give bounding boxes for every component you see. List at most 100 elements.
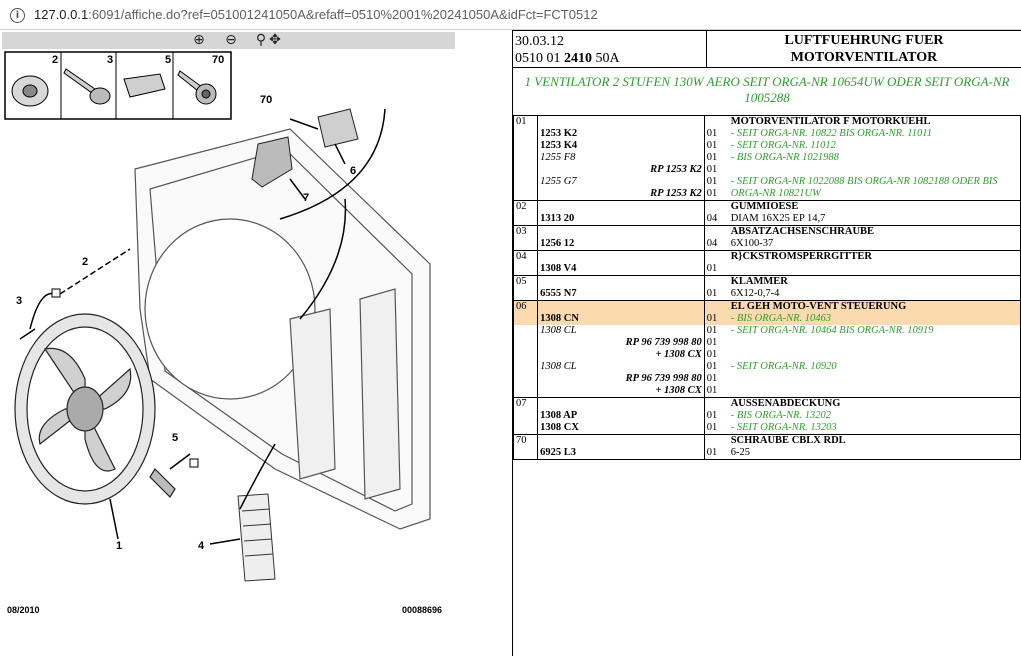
header-date: 30.03.12 <box>515 34 564 49</box>
row-number <box>512 325 539 337</box>
code-pre: 0510 01 <box>515 51 564 66</box>
row-description <box>728 164 1021 176</box>
row-reference: 1313 20 <box>537 213 705 226</box>
info-icon[interactable]: i <box>10 8 25 23</box>
row-description: - SEIT ORGA-NR. 10464 BIS ORGA-NR. 10919 <box>728 325 1021 337</box>
row-description <box>728 385 1021 398</box>
row-reference <box>537 300 705 313</box>
row-description <box>728 337 1021 349</box>
row-reference <box>537 200 705 213</box>
callout-2: 2 <box>82 256 88 268</box>
row-number <box>512 263 539 276</box>
url-text[interactable]: 127.0.0.1:6091/affiche.do?ref=0510012410… <box>34 7 598 22</box>
row-number <box>512 349 539 361</box>
callout-5: 5 <box>172 432 178 444</box>
exploded-parts-diagram: 2 3 5 70 <box>4 51 442 615</box>
row-number <box>512 213 539 226</box>
callout-4: 4 <box>198 540 205 552</box>
title-line-1: LUFTFUEHRUNG FUER <box>784 33 944 48</box>
row-reference <box>537 434 705 447</box>
magnifier-icon[interactable]: ⚲ <box>255 32 267 48</box>
row-quantity: 01 <box>704 313 729 325</box>
row-quantity <box>704 200 729 213</box>
row-number <box>512 238 539 251</box>
row-description: SCHRAUBE CBLX RDL <box>728 434 1021 447</box>
row-quantity <box>704 115 729 128</box>
url-host: 127.0.0.1 <box>34 7 89 22</box>
row-description: GUMMIOESE <box>728 200 1021 213</box>
row-number <box>512 373 539 385</box>
fan-motor-assembly <box>14 313 176 505</box>
row-description: ORGA-NR 10821UW <box>728 188 1021 201</box>
inset-label-2: 2 <box>52 54 58 66</box>
row-number: 03 <box>512 225 539 238</box>
row-reference: 6555 N7 <box>537 288 705 301</box>
row-number <box>512 337 539 349</box>
row-quantity: 01 <box>706 361 718 372</box>
header-separator <box>706 31 707 68</box>
row-quantity <box>704 300 729 313</box>
address-bar[interactable]: i 127.0.0.1:6091/affiche.do?ref=05100124… <box>0 0 1021 30</box>
row-quantity: 01 <box>706 373 718 384</box>
row-quantity: 01 <box>704 288 729 301</box>
row-number <box>512 410 539 422</box>
zoom-in-icon[interactable]: ⊕ <box>193 32 205 48</box>
row-description <box>728 263 1021 276</box>
row-number: 05 <box>512 275 539 288</box>
row-number <box>512 176 539 188</box>
callout-7: 7 <box>303 192 309 204</box>
header-meta: 30.03.12 0510 01 2410 50A <box>515 33 620 67</box>
row-quantity: 01 <box>706 140 718 151</box>
row-quantity: 01 <box>706 349 718 360</box>
row-reference: 1308 CN <box>537 313 705 325</box>
row-quantity: 01 <box>704 422 729 435</box>
row-description: - BIS ORGA-NR. 13202 <box>728 410 1021 422</box>
row-reference: 1255 G7 <box>537 176 705 188</box>
page-title: LUFTFUEHRUNG FUER MOTORVENTILATOR <box>707 32 1021 66</box>
row-description <box>728 373 1021 385</box>
row-quantity: 01 <box>706 152 718 163</box>
row-description: 6-25 <box>728 447 1021 460</box>
row-quantity <box>704 225 729 238</box>
row-number <box>512 152 539 164</box>
row-reference: 1253 K2 <box>537 128 705 140</box>
callout-marker-2 <box>51 288 61 298</box>
row-reference: 1253 K4 <box>537 140 705 152</box>
pan-icon[interactable]: ✥ <box>269 32 281 48</box>
row-reference <box>537 115 705 128</box>
row-number <box>512 288 539 301</box>
row-number <box>512 140 539 152</box>
zoom-out-icon[interactable]: ⊖ <box>225 32 237 48</box>
row-quantity <box>704 275 729 288</box>
row-description: 6X12-0,7-4 <box>728 288 1021 301</box>
